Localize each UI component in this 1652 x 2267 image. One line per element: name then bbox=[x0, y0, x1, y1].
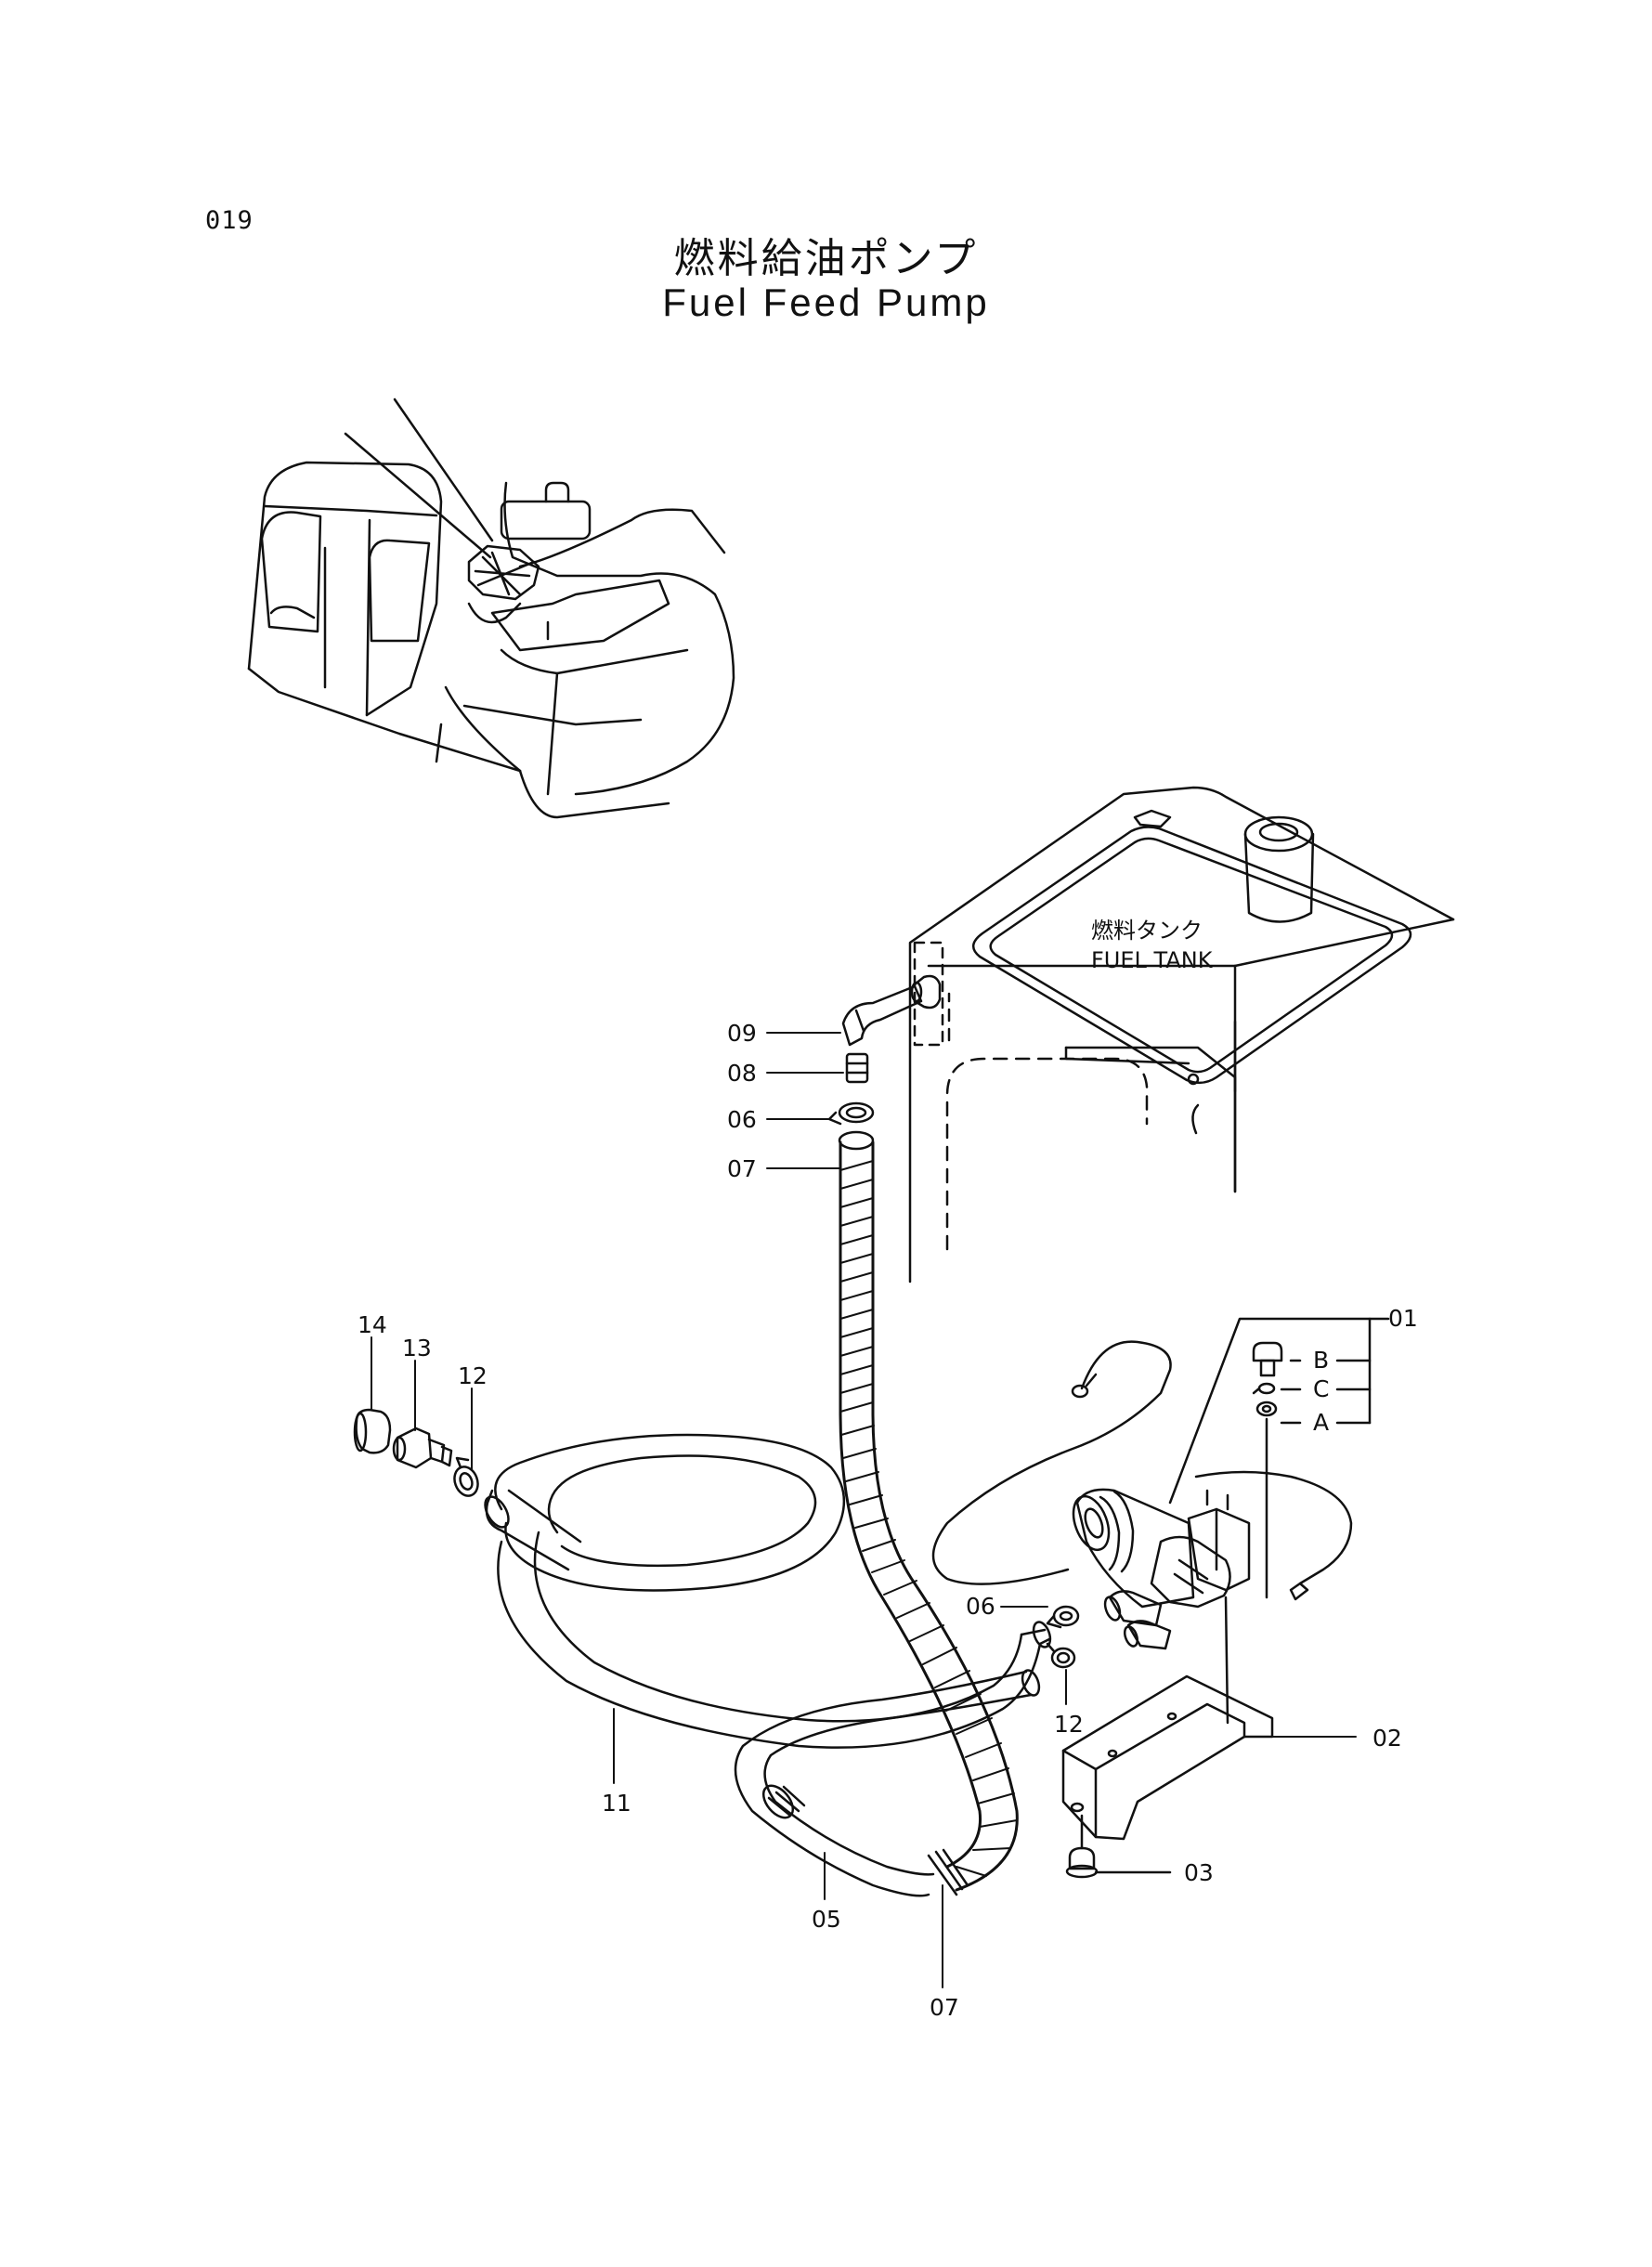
page-number: 019 bbox=[205, 206, 254, 235]
callout-08: 08 bbox=[727, 1060, 757, 1087]
title-english: Fuel Feed Pump bbox=[662, 280, 990, 324]
hose-clamp-12-left bbox=[453, 1456, 479, 1497]
callout-09: 09 bbox=[727, 1020, 757, 1047]
elbow-fitting-09 bbox=[841, 984, 923, 1047]
callout-12-mid: 12 bbox=[1054, 1711, 1084, 1738]
hose-clamp-06-mid bbox=[1046, 1605, 1080, 1629]
bolt-03 bbox=[1065, 1814, 1172, 1879]
title-japanese: 燃料給油ポンプ bbox=[673, 235, 979, 282]
callout-13: 13 bbox=[402, 1335, 432, 1362]
callout-sub-b: B bbox=[1313, 1347, 1329, 1374]
callout-12-left: 12 bbox=[458, 1362, 488, 1389]
tank-label-english: FUEL TANK bbox=[1091, 947, 1214, 973]
callout-02: 02 bbox=[1372, 1725, 1402, 1752]
corrugated-hose-07 bbox=[838, 1130, 1019, 1896]
callout-05: 05 bbox=[812, 1906, 841, 1933]
callout-07-top: 07 bbox=[727, 1155, 757, 1182]
callout-06-top: 06 bbox=[727, 1106, 757, 1133]
hose-clamp-06-top bbox=[827, 1101, 875, 1126]
callout-sub-a: A bbox=[1313, 1409, 1329, 1436]
bolt-washer-set-abc bbox=[1252, 1317, 1372, 1599]
leader-lines bbox=[371, 1032, 1357, 1988]
hose-05 bbox=[734, 1669, 1041, 1897]
excavator-overview-illustration bbox=[247, 397, 735, 819]
bracket-02 bbox=[1061, 1596, 1274, 1841]
callout-labels: 09 08 06 07 01 B C A 14 13 12 06 12 02 0… bbox=[358, 1020, 1418, 2021]
connector-fitting-08 bbox=[845, 1052, 869, 1084]
fuel-tank-illustration bbox=[908, 786, 1455, 1283]
feed-pump-01 bbox=[931, 1317, 1390, 1650]
callout-07-bottom: 07 bbox=[930, 1994, 959, 2021]
callout-06-mid: 06 bbox=[966, 1593, 995, 1620]
tank-label-japanese: 燃料タンク bbox=[1091, 918, 1203, 944]
hose-clamp-12-mid bbox=[1046, 1642, 1076, 1669]
coiled-hose-11 bbox=[484, 1433, 1052, 1749]
callout-11: 11 bbox=[602, 1790, 631, 1817]
callout-sub-c: C bbox=[1313, 1375, 1329, 1402]
callout-14: 14 bbox=[358, 1311, 387, 1338]
coupler-13 bbox=[392, 1427, 453, 1469]
cap-14 bbox=[353, 1408, 392, 1454]
callout-01: 01 bbox=[1388, 1305, 1418, 1332]
callout-03: 03 bbox=[1184, 1859, 1214, 1886]
